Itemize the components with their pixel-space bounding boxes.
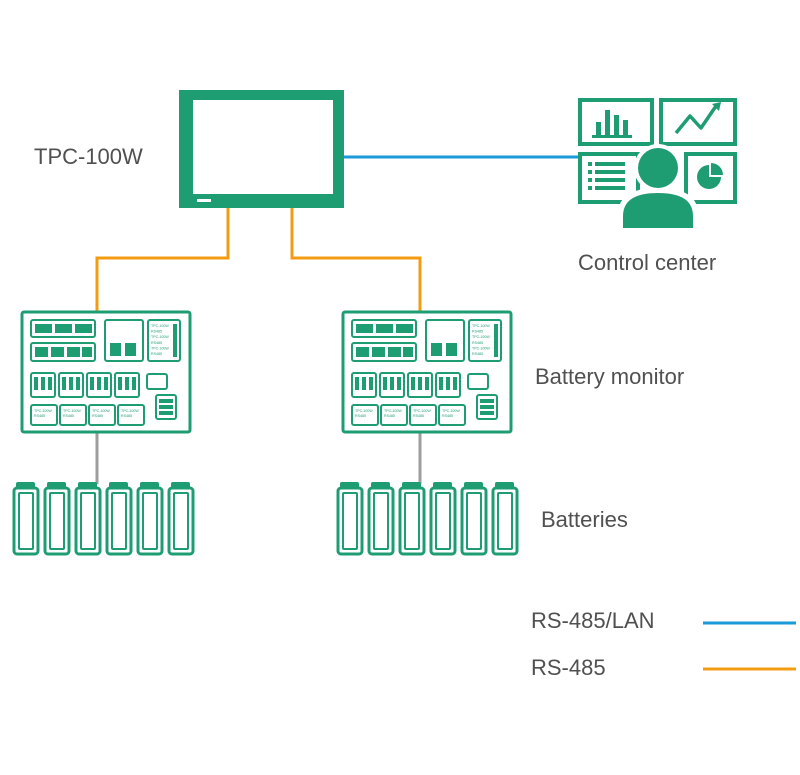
io-module-label: TPC-100W	[34, 409, 52, 413]
io-module-label: RS485	[413, 414, 424, 418]
battery-bank-right	[336, 480, 519, 556]
switch-icon	[90, 377, 94, 390]
battery-monitor-right-details: TPC-100WRS485TPC-100WRS485TPC-100WRS485T…	[351, 324, 490, 426]
switch-group	[407, 372, 433, 398]
io-module	[409, 404, 437, 426]
battery-cell-icon	[12, 480, 40, 556]
io-module	[59, 404, 87, 426]
status-strip-label: TPC-100W	[472, 346, 490, 350]
switch-group	[351, 372, 377, 398]
battery-cell-icon	[491, 480, 519, 556]
switch-icon	[446, 377, 450, 390]
io-module	[380, 404, 408, 426]
switch-icon	[62, 377, 66, 390]
io-module-label: RS485	[34, 414, 45, 418]
io-module-label: TPC-100W	[92, 409, 110, 413]
connection-lines	[95, 155, 578, 484]
io-module-label: TPC-100W	[384, 409, 402, 413]
status-strip-label: TPC-100W	[472, 324, 490, 328]
switch-group	[30, 372, 56, 398]
battery-bank-left	[12, 480, 195, 556]
switch-icon	[48, 377, 52, 390]
battery-cell-icon	[74, 480, 102, 556]
switch-icon	[104, 377, 108, 390]
io-module	[88, 404, 116, 426]
io-module-label: TPC-100W	[413, 409, 431, 413]
switch-icon	[69, 377, 73, 390]
status-strip-label: RS485	[472, 341, 483, 345]
switch-icon	[97, 377, 101, 390]
status-strip-label: RS485	[472, 330, 483, 334]
switch-icon	[76, 377, 80, 390]
io-module-label: TPC-100W	[355, 409, 373, 413]
battery-cell-icon	[136, 480, 164, 556]
switch-icon	[355, 377, 359, 390]
tpc-panel-device	[179, 90, 344, 208]
battery-cell-icon	[460, 480, 488, 556]
switch-icon	[453, 377, 457, 390]
io-module	[117, 404, 145, 426]
status-strip-label: RS485	[151, 352, 162, 356]
io-module-label: RS485	[63, 414, 74, 418]
switch-icon	[383, 377, 387, 390]
battery-cell-icon	[167, 480, 195, 556]
batteries-label: Batteries	[541, 507, 628, 532]
switch-icon	[132, 377, 136, 390]
switch-group	[435, 372, 461, 398]
switch-icon	[390, 377, 394, 390]
io-module-label: RS485	[355, 414, 366, 418]
switch-icon	[34, 377, 38, 390]
status-strip-label: TPC-100W	[151, 346, 169, 350]
switch-group	[114, 372, 140, 398]
legend-label-serial: RS-485	[531, 655, 606, 680]
switch-group	[379, 372, 405, 398]
control-center-label: Control center	[578, 250, 717, 275]
io-module-label: TPC-100W	[442, 409, 460, 413]
tpc-label: TPC-100W	[34, 144, 143, 169]
battery-cell-icon	[43, 480, 71, 556]
io-module	[438, 404, 466, 426]
status-strip-label: TPC-100W	[151, 335, 169, 339]
battery-cell-icon	[105, 480, 133, 556]
switch-group	[86, 372, 112, 398]
status-strip-label: TPC-100W	[151, 324, 169, 328]
switch-icon	[425, 377, 429, 390]
battery-cell-icon	[429, 480, 457, 556]
io-module	[351, 404, 379, 426]
control-center-device	[578, 98, 737, 228]
switch-icon	[41, 377, 45, 390]
switch-icon	[439, 377, 443, 390]
switch-icon	[125, 377, 129, 390]
io-module-label: RS485	[442, 414, 453, 418]
switch-icon	[362, 377, 366, 390]
switch-icon	[411, 377, 415, 390]
status-strip-label: RS485	[472, 352, 483, 356]
battery-monitor-left-details: TPC-100WRS485TPC-100WRS485TPC-100WRS485T…	[30, 324, 169, 426]
battery-cell-icon	[398, 480, 426, 556]
switch-icon	[397, 377, 401, 390]
battery-cell-icon	[336, 480, 364, 556]
io-module-label: RS485	[384, 414, 395, 418]
battery-monitor-label: Battery monitor	[535, 364, 685, 389]
serial-link-right	[290, 207, 422, 312]
status-strip-label: RS485	[151, 341, 162, 345]
status-strip-label: TPC-100W	[472, 335, 490, 339]
io-module-label: TPC-100W	[63, 409, 81, 413]
io-module-label: RS485	[92, 414, 103, 418]
switch-icon	[369, 377, 373, 390]
io-module	[30, 404, 58, 426]
serial-link-left	[95, 207, 230, 312]
io-module-label: RS485	[121, 414, 132, 418]
switch-icon	[418, 377, 422, 390]
battery-cell-icon	[367, 480, 395, 556]
status-strip-label: RS485	[151, 330, 162, 334]
legend-label-lan: RS-485/LAN	[531, 608, 655, 633]
io-module-label: TPC-100W	[121, 409, 139, 413]
switch-icon	[118, 377, 122, 390]
switch-group	[58, 372, 84, 398]
